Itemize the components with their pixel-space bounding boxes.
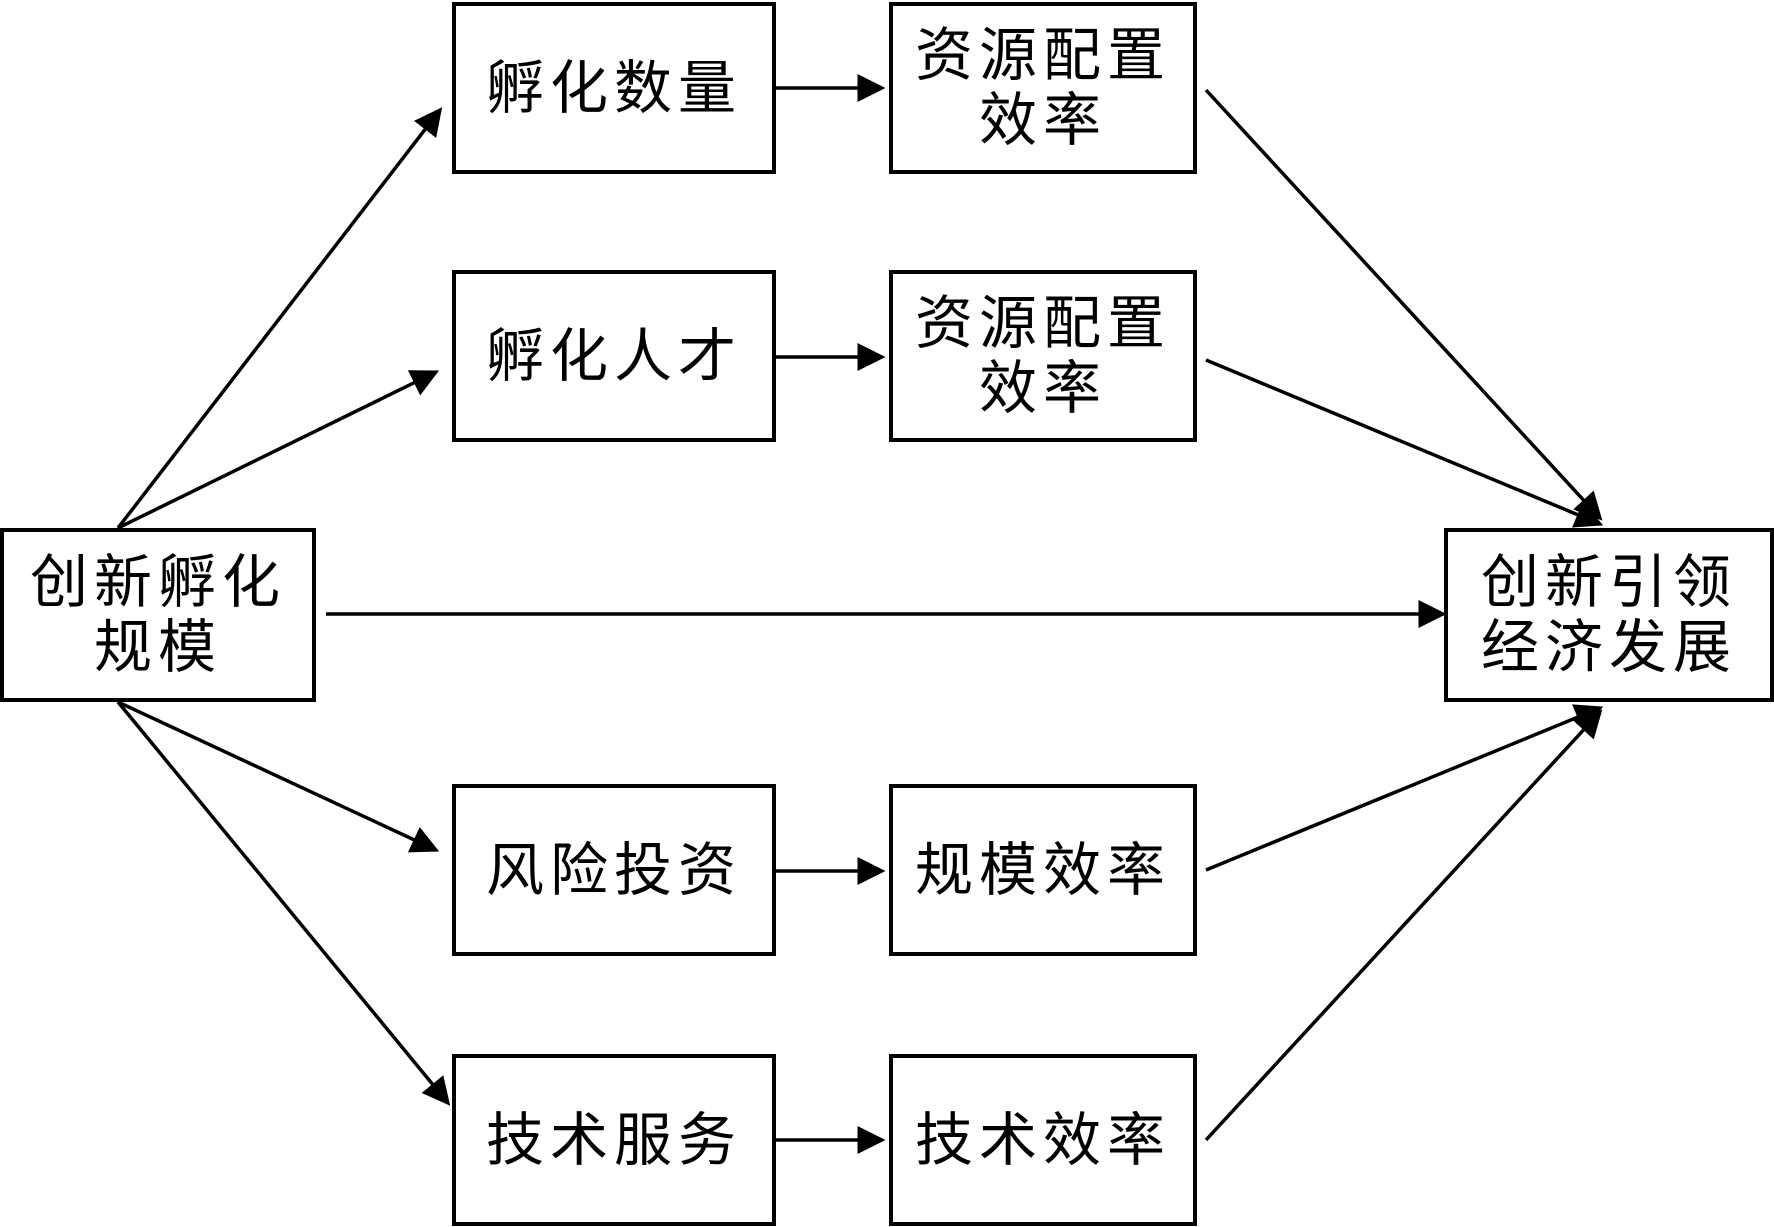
arrow-e4-to-target <box>1204 709 1603 1142</box>
node-e2: 资源配置 效率 <box>889 270 1197 442</box>
node-e3: 规模效率 <box>889 784 1197 956</box>
node-m4-label: 技术服务 <box>485 1105 742 1174</box>
arrow-source-to-m1 <box>116 107 443 530</box>
node-e1-label: 资源配置 效率 <box>914 21 1171 154</box>
node-source-label: 创新孵化 规模 <box>29 548 286 681</box>
node-e1: 资源配置 效率 <box>889 2 1197 174</box>
node-source: 创新孵化 规模 <box>0 528 316 702</box>
arrow-e2-to-target <box>1205 358 1604 528</box>
node-e2-label: 资源配置 效率 <box>914 289 1171 422</box>
arrow-e3-to-target <box>1205 704 1604 872</box>
node-e4: 技术效率 <box>889 1054 1197 1226</box>
arrow-source-to-m2 <box>117 370 440 530</box>
node-target-label: 创新引领 经济发展 <box>1480 548 1737 681</box>
arrow-e1-to-target <box>1204 88 1603 521</box>
node-m1: 孵化数量 <box>452 2 776 174</box>
node-m3-label: 风险投资 <box>485 835 742 904</box>
node-m1-label: 孵化数量 <box>485 53 742 122</box>
node-e3-label: 规模效率 <box>914 835 1171 904</box>
node-e4-label: 技术效率 <box>914 1105 1171 1174</box>
node-m4: 技术服务 <box>452 1054 776 1226</box>
arrow-source-to-m3 <box>117 700 440 853</box>
node-m2: 孵化人才 <box>452 270 776 442</box>
node-m3: 风险投资 <box>452 784 776 956</box>
arrow-source-to-m4 <box>116 700 451 1106</box>
node-m2-label: 孵化人才 <box>485 321 742 390</box>
node-target: 创新引领 经济发展 <box>1444 528 1774 702</box>
